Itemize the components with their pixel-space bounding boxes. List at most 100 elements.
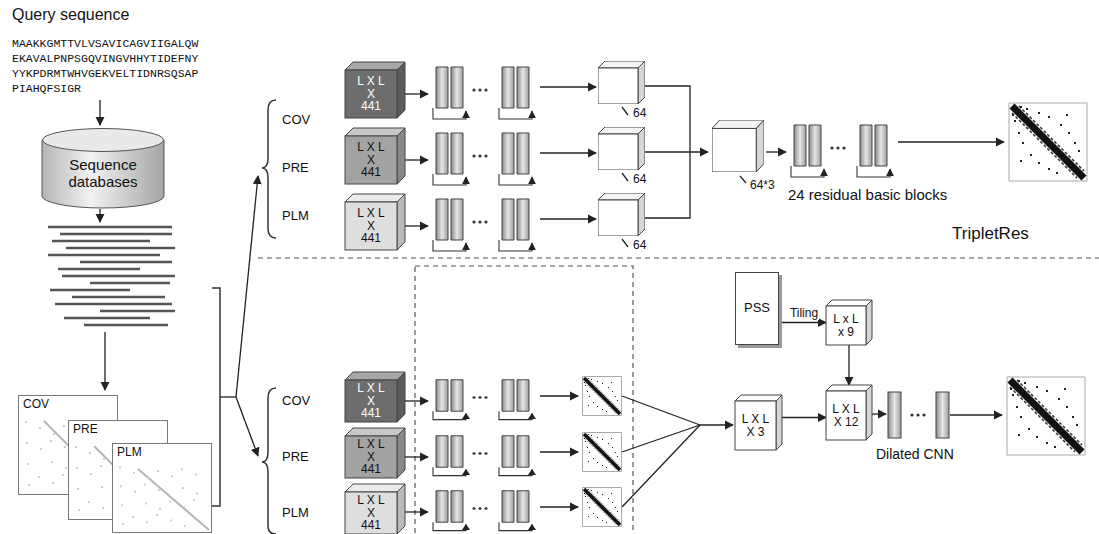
merge-line [645, 86, 690, 152]
flow-arrow [405, 225, 428, 226]
matrix-texture [103, 458, 105, 460]
matrix-texture [25, 421, 27, 423]
feature-cube: L X L X 441 [345, 484, 405, 534]
matrix-texture [183, 506, 185, 508]
feature-cube [598, 61, 645, 104]
input-label: PRE [282, 160, 309, 175]
section-heading: Query sequence [12, 6, 129, 24]
merge-line [622, 425, 700, 507]
matrix-texture [181, 468, 183, 470]
cube-side [397, 194, 405, 250]
contact-map [583, 377, 622, 416]
alignment-lines [48, 227, 175, 325]
box-frame [736, 273, 779, 345]
node-text: PRE [73, 423, 98, 437]
matrix-texture [26, 442, 28, 444]
flow-arrow [645, 151, 708, 152]
contact-map [583, 433, 622, 472]
cube-front [345, 492, 397, 534]
contact-map [583, 488, 622, 527]
matrix-texture [157, 470, 159, 472]
feature-cube: L X L X 441 [345, 428, 405, 478]
flow-arrow [950, 414, 1002, 415]
feature-cube [598, 127, 645, 170]
feature-cube: L x L x 9 [826, 300, 872, 345]
flow-arrow [540, 451, 578, 452]
matrix-texture [144, 484, 146, 486]
matrix-texture [63, 425, 65, 427]
alignment-row [55, 303, 172, 306]
sequence-text: MAAKKGMTTVLVSAVICAGVIIGALQW EKAVALPNPSGQ… [12, 36, 205, 96]
flow-arrow [405, 400, 428, 401]
matrix-texture [40, 448, 42, 450]
matrix-texture [146, 521, 148, 523]
feature-box: PSS [735, 272, 782, 348]
matrix-texture [169, 501, 171, 503]
cube-side [866, 385, 872, 440]
matrix-texture [50, 440, 52, 442]
alignment-row [66, 247, 175, 250]
model-name: TripletRes [952, 224, 1029, 244]
feature-cube: L X L X 12 [826, 385, 872, 440]
residual-blocks [433, 436, 532, 476]
alignment-row [64, 317, 150, 320]
cube-front [735, 401, 776, 450]
stage-caption: 24 residual basic blocks [788, 186, 947, 203]
matrix-texture [159, 508, 161, 510]
flow-arrow [540, 218, 596, 219]
stage-frame [415, 266, 633, 534]
channel-count: 64*3 [750, 178, 775, 192]
residual-blocks [791, 125, 890, 177]
matrix-texture [196, 493, 198, 495]
cube-front [345, 202, 397, 250]
feature-cube: L X L X 3 [735, 395, 782, 450]
stage-caption: Dilated CNN [876, 446, 954, 462]
alignment-row [62, 275, 175, 278]
database-cylinder: Sequence databases [42, 128, 164, 208]
alignment-row [100, 310, 175, 313]
matrix-texture [195, 474, 197, 476]
flow-arrow [99, 209, 100, 222]
cube-top [345, 62, 405, 70]
cube-front [345, 70, 397, 118]
alignment-row [72, 296, 165, 299]
cube-top [345, 428, 405, 436]
cube-side [397, 428, 405, 478]
residual-blocks [433, 199, 532, 251]
node-text: L X L X 441 [356, 75, 386, 113]
flow-arrow [700, 424, 733, 425]
flow-arrow [872, 413, 886, 414]
flow-arrow [104, 332, 105, 390]
node-text: Sequence databases [51, 156, 155, 191]
matrix-texture [75, 446, 77, 448]
flow-arrow [405, 456, 428, 457]
alignment-row [90, 282, 170, 285]
matrix-texture [100, 465, 102, 467]
input-brace [262, 388, 276, 534]
flow-arrow [898, 141, 1004, 142]
alignment-row [80, 261, 172, 264]
ellipsis-dot [916, 413, 919, 416]
flow-arrow [236, 397, 258, 456]
group-bracket [212, 288, 220, 506]
flow-arrow [405, 511, 428, 512]
flow-arrow [848, 345, 849, 385]
input-label: PRE [282, 449, 309, 464]
cube-side [397, 128, 405, 184]
matrix-texture [171, 475, 173, 477]
flow-arrow [782, 417, 826, 418]
channel-tick [740, 176, 746, 183]
matrix-texture [65, 467, 67, 469]
matrix-texture [119, 466, 121, 468]
node-text: L X L X 441 [356, 141, 386, 179]
alignment-row [58, 268, 140, 271]
matrix-texture [52, 482, 54, 484]
input-label: PLM [282, 505, 309, 520]
matrix-texture [134, 491, 136, 493]
cube-side [397, 62, 405, 118]
cube-top [345, 194, 405, 202]
contact-map [1009, 103, 1087, 181]
cube-side [397, 372, 405, 422]
merged-cube [712, 120, 764, 172]
